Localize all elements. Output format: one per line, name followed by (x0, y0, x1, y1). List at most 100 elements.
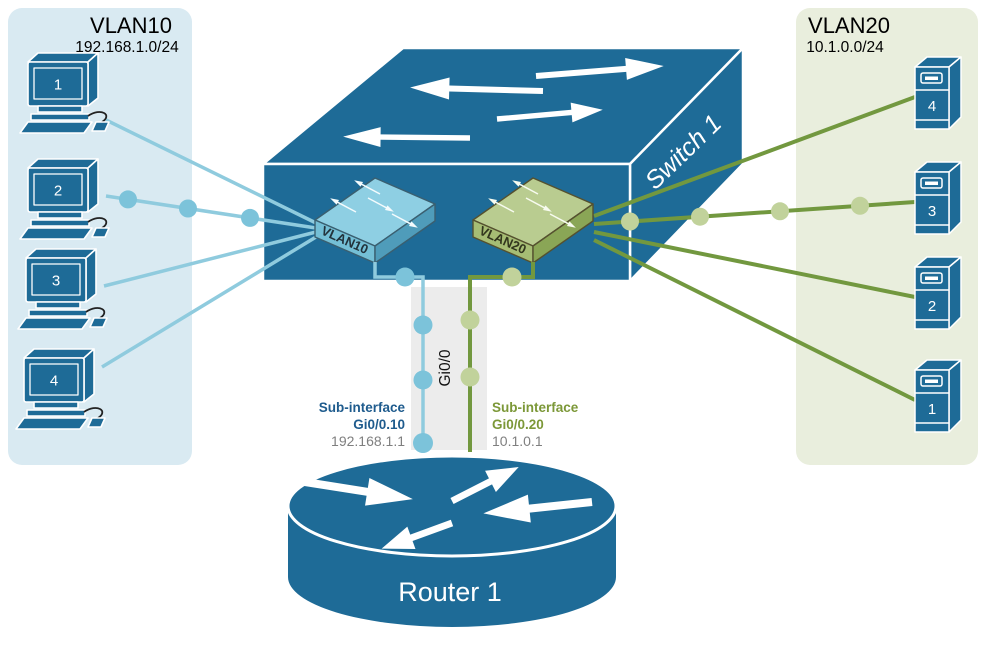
monitor-screen (33, 67, 83, 100)
subinterface-label-left: Sub-interface Gi0/0.10 192.168.1.1 (319, 400, 406, 449)
router-name-label: Router 1 (398, 577, 502, 607)
keyboard (17, 317, 91, 330)
server-number-label: 1 (928, 401, 936, 418)
computer-number-label: 1 (54, 77, 62, 94)
server-side (948, 359, 962, 433)
link-node-dot (851, 196, 869, 215)
monitor-screen (29, 363, 79, 396)
ethernet-link (105, 118, 317, 225)
servers-layer: 4 3 2 1 (914, 56, 962, 433)
ethernet-link (593, 238, 916, 402)
mouse-cable (87, 217, 108, 229)
subinterface-right-title: Sub-interface (492, 400, 579, 415)
access-links-layer (101, 95, 916, 402)
subinterface-left-name: Gi0/0.10 (353, 417, 405, 432)
mouse-cable (87, 111, 108, 123)
server-number-label: 2 (928, 298, 936, 315)
server-front (914, 369, 950, 433)
link-node-dot (413, 315, 433, 335)
monitor-top (27, 52, 99, 63)
vlan10-zone-title: VLAN10 (90, 13, 172, 38)
keyboard (19, 227, 93, 240)
monitor-base (26, 409, 86, 417)
server-slot (920, 177, 943, 189)
ethernet-link (101, 235, 317, 369)
computer-icon: 3 (17, 248, 108, 330)
server-slot-bar (925, 379, 938, 383)
monitor-stand (37, 105, 83, 113)
server-icon: 4 (914, 56, 962, 130)
server-slot-bar (925, 76, 938, 80)
monitor-top (23, 348, 95, 359)
server-slot (920, 375, 943, 387)
vlan10-zone-subnet: 192.168.1.0/24 (75, 39, 179, 56)
ethernet-link (105, 194, 317, 230)
subinterface-left-title: Sub-interface (319, 400, 406, 415)
monitor-side (85, 248, 97, 303)
computer-icon: 2 (19, 158, 110, 240)
server-slot-bar (925, 276, 938, 280)
ethernet-link (593, 230, 916, 299)
trunk-dots (395, 267, 522, 453)
server-number-label: 3 (928, 203, 936, 220)
server-icon: 1 (914, 359, 962, 433)
link-node-dot (179, 199, 197, 218)
vlan10-module-icon (314, 177, 436, 264)
monitor-side (83, 348, 95, 403)
subinterface-right-ip: 10.1.0.1 (492, 433, 543, 449)
computer-number-label: 3 (52, 273, 60, 290)
computers-layer: 1 2 3 4 (15, 52, 110, 430)
ethernet-link (593, 95, 916, 218)
vlan10-module-right (374, 203, 436, 264)
monitor-stand (37, 211, 83, 219)
monitor-screen (33, 173, 83, 206)
link-node-dot (502, 267, 522, 287)
link-node-dot (241, 208, 259, 227)
subinterface-label-right: Sub-interface Gi0/0.20 10.1.0.1 (492, 400, 579, 449)
mouse-cable (85, 307, 106, 319)
server-side (948, 256, 962, 330)
mouse (91, 227, 110, 238)
monitor-top (25, 248, 97, 259)
link-node-dot (413, 433, 433, 453)
router-body (288, 506, 616, 627)
link-node-dot (621, 212, 639, 231)
link-node-dot (395, 267, 415, 287)
server-slot (920, 72, 943, 84)
computer-icon: 1 (19, 52, 110, 134)
monitor-screen (31, 263, 81, 296)
link-node-dot (771, 202, 789, 221)
link-node-dot (119, 190, 137, 209)
server-side (948, 56, 962, 130)
server-side (948, 161, 962, 235)
mouse-cable (83, 407, 104, 419)
link-node-dot (413, 370, 433, 390)
server-slot-bar (925, 181, 938, 185)
link-node-dot (691, 207, 709, 226)
server-icon: 3 (914, 161, 962, 235)
keyboard (15, 417, 89, 430)
trunk-gi00-label: Gi0/0 (437, 349, 454, 386)
monitor-side (87, 52, 99, 107)
monitor-base (28, 309, 88, 317)
computer-icon: 4 (15, 348, 106, 430)
subinterface-right-name: Gi0/0.20 (492, 417, 544, 432)
vlan20-module-icon (472, 177, 594, 264)
mouse (91, 121, 110, 132)
computer-number-label: 2 (54, 183, 62, 200)
subinterface-left-ip: 192.168.1.1 (331, 433, 405, 449)
link-node-dot (460, 367, 480, 387)
monitor-base (30, 113, 90, 121)
computer-number-label: 4 (50, 373, 58, 390)
keyboard (19, 121, 93, 134)
mouse (89, 317, 108, 328)
server-slot (920, 272, 943, 284)
vlan20-module-right (532, 203, 594, 264)
server-number-label: 4 (928, 98, 936, 115)
router-icon: Router 1 (286, 454, 618, 627)
monitor-top (27, 158, 99, 169)
monitor-stand (33, 401, 79, 409)
vlan20-zone-title: VLAN20 (808, 13, 890, 38)
mouse (87, 417, 106, 428)
